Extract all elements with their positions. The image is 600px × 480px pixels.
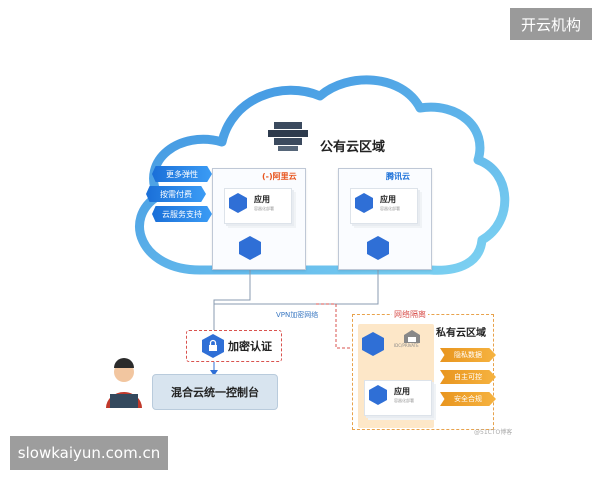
lock-glyph [209,339,217,351]
arrow-head [210,370,218,376]
private-app-sub: 容器化部署 [394,398,414,403]
tag-security-compliance: 安全合规 [440,392,496,406]
footer-watermark: @51CTO博客 [474,429,513,436]
kubernetes-icon [239,236,261,260]
network-isolation-label: 网络隔离 [392,309,428,320]
line-tencent-down [214,262,379,305]
app-icon [355,193,373,213]
aliyun-app-sub: 容器化部署 [254,206,274,211]
line-vpn-to-private [316,303,356,349]
kubernetes-icon [367,236,389,260]
tag-private-data: 隐私数据 [440,348,496,362]
encrypt-label: 加密认证 [228,340,272,353]
console-label: 混合云统一控制台 [171,386,259,399]
watermark-text: slowkaiyun.com.cn [17,444,161,462]
server-rack-icon [268,122,308,151]
private-cloud-title: 私有云区域 [436,328,486,339]
tag-pay-as-you-go: 按需付费 [146,186,206,202]
private-app-title: 应用 [394,387,410,396]
idc-label: IDC/PRIVATE [394,343,419,348]
public-cloud-title: 公有云区域 [320,140,386,155]
brand-text: 开云机构 [520,15,581,34]
tencent-logo: 腾讯云 [386,172,410,181]
datacenter-icon [404,330,420,343]
tag-cloud-service: 云服务支持 [152,206,212,222]
aliyun-app-title: 应用 [254,195,270,204]
app-icon [229,193,247,213]
aliyun-logo: (-)阿里云 [262,172,297,181]
site-watermark: slowkaiyun.com.cn [10,436,168,470]
app-icon [369,385,387,405]
line-aliyun-down [213,262,251,330]
kubernetes-icon [362,332,384,356]
tencent-app-sub: 容器化部署 [380,206,400,211]
vpn-label: VPN加密网络 [274,310,321,320]
hybrid-cloud-console: 混合云统一控制台 [152,374,278,410]
tag-self-controlled: 自主可控 [440,370,496,384]
user-avatar-icon [106,358,142,408]
tencent-app-title: 应用 [380,195,396,204]
tag-more-elastic: 更多弹性 [152,166,212,182]
brand-badge: 开云机构 [510,8,592,40]
